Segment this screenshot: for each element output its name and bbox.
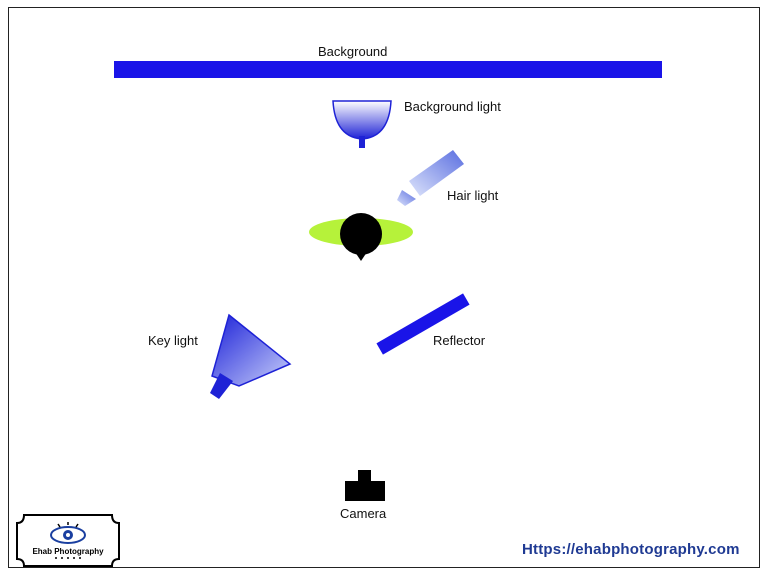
reflector-icon [376, 293, 470, 355]
website-link[interactable]: Https://ehabphotography.com [522, 541, 740, 558]
camera-label: Camera [340, 506, 387, 521]
background-light-label: Background light [404, 99, 501, 114]
logo-text: Ehab Photography [32, 547, 104, 556]
key-light-label: Key light [148, 333, 198, 348]
hair-light-icon [397, 150, 464, 206]
camera-icon [345, 470, 385, 501]
key-light-icon [210, 313, 292, 399]
subject-icon [309, 213, 413, 261]
diagram-frame [8, 7, 760, 568]
logo-badge [16, 514, 120, 567]
background-bar [114, 61, 662, 78]
reflector-label: Reflector [433, 333, 486, 348]
hair-light-label: Hair light [447, 188, 499, 203]
background-light-icon [332, 100, 392, 148]
background-label: Background [318, 44, 388, 59]
logo: Ehab Photography [16, 512, 120, 566]
